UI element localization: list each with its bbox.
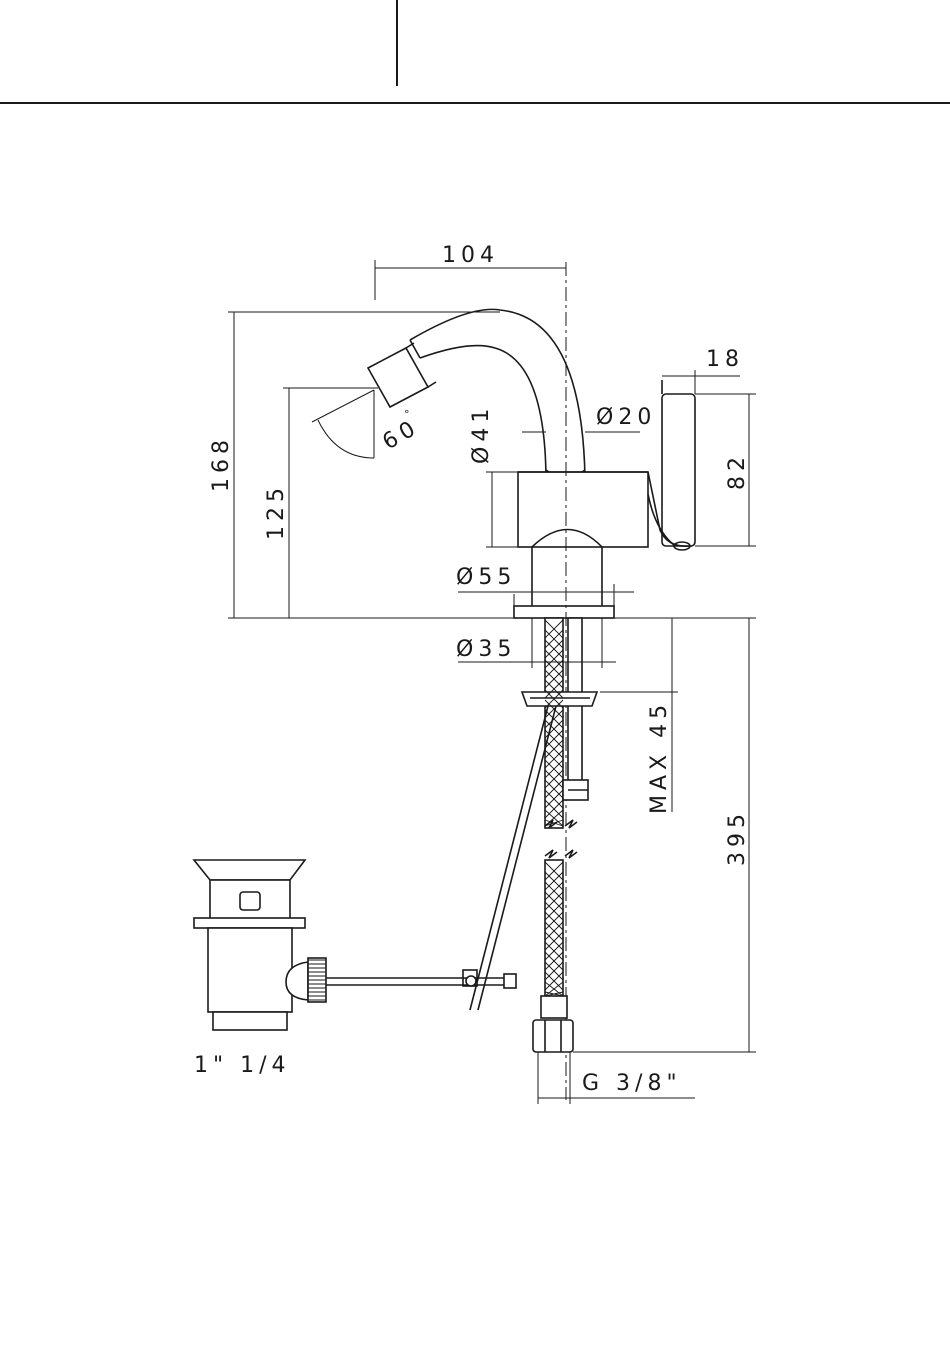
dimension-length-395: 395 <box>573 618 756 1052</box>
mixer-spout <box>410 309 585 478</box>
label-dia-41: Ø41 <box>469 404 494 464</box>
label-g-3-8: G 3/8" <box>582 1071 682 1096</box>
pop-up-waste <box>194 860 516 1030</box>
label-60: 60 <box>379 415 424 456</box>
dimension-diameter-55: Ø55 <box>456 565 634 606</box>
label-168: 168 <box>209 435 234 492</box>
label-dia-55: Ø55 <box>456 565 516 590</box>
dimension-height-125: 125 <box>264 388 378 618</box>
pop-up-rod <box>463 706 556 1010</box>
label-dia-35: Ø35 <box>456 637 516 662</box>
label-18: 18 <box>706 347 744 372</box>
dimension-height-82: 82 <box>695 394 756 546</box>
dimension-thread-g38: G 3/8" <box>538 1052 695 1104</box>
label-125: 125 <box>264 483 289 540</box>
dimension-width-18: 18 <box>662 347 744 394</box>
spray-nozzle <box>368 343 436 407</box>
label-waste-size: 1" 1/4 <box>194 1053 291 1078</box>
label-dia-20: Ø20 <box>596 405 656 430</box>
mixer-body <box>514 472 648 618</box>
dimension-max-45: MAX 45 <box>600 618 678 814</box>
dimension-diameter-41: Ø41 <box>469 404 518 547</box>
dimension-diameter-35: Ø35 <box>456 618 616 668</box>
label-82: 82 <box>725 452 750 490</box>
label-max-45: MAX 45 <box>647 700 672 814</box>
dimension-angle-60: 60 ° <box>312 390 424 458</box>
flex-hose <box>533 820 577 1052</box>
dimension-width-104: 104 <box>375 243 566 300</box>
degree-symbol: ° <box>404 408 415 421</box>
label-395: 395 <box>725 809 750 866</box>
label-104: 104 <box>442 243 499 268</box>
